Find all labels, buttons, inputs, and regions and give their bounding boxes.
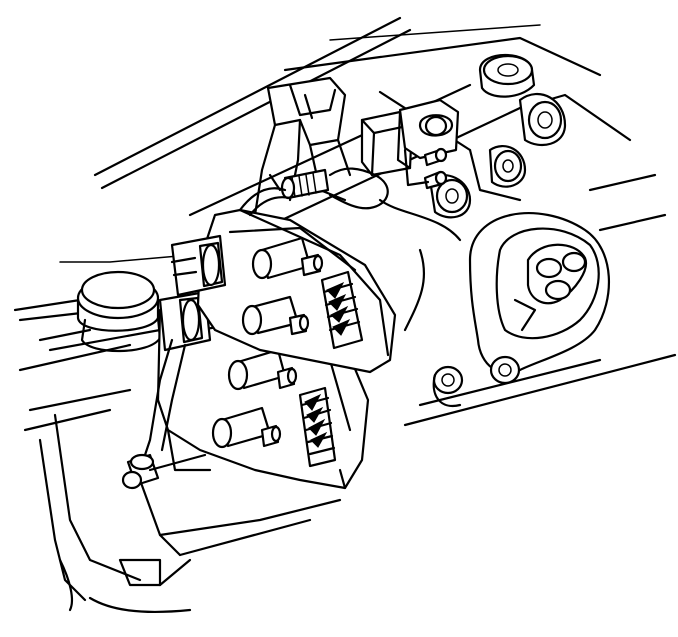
spring-connector: [268, 168, 330, 200]
lower-ignition-coil: [156, 288, 370, 490]
oil-filler-cap: [76, 270, 162, 353]
solenoid-valve: [328, 98, 460, 210]
wiring-harness: [238, 187, 292, 217]
intake-bosses: [428, 53, 567, 219]
upper-ignition-coil: [170, 208, 397, 374]
mounting-bolt: [121, 338, 207, 490]
throttle-body-flange: [432, 212, 610, 408]
